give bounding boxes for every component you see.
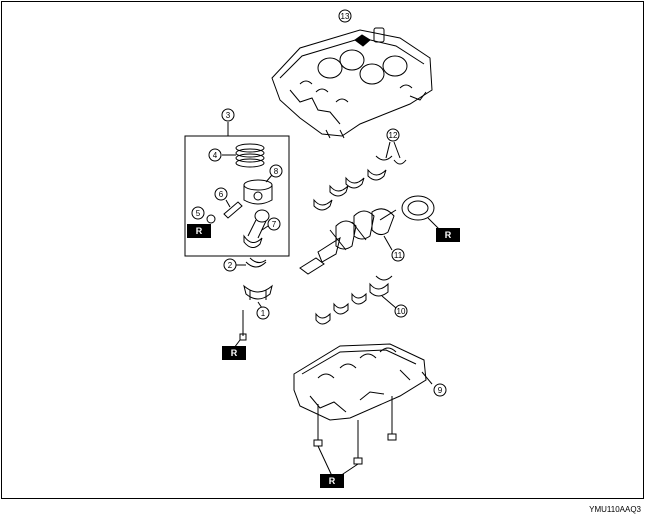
leader-12b [393, 141, 401, 159]
callout-9-label: 9 [438, 386, 443, 395]
callout-11-circle [391, 248, 405, 262]
connecting-rod [243, 209, 270, 248]
leader-9 [421, 371, 433, 385]
leader-10 [381, 295, 397, 309]
callout-5-label: 5 [196, 209, 201, 218]
callout-6-circle [214, 187, 228, 201]
replace-tag-box-seal [436, 228, 460, 242]
callout-2-circle [223, 258, 237, 272]
callout-9-circle [433, 383, 447, 397]
replace-tag-label-block-bolts: R [329, 476, 336, 486]
callout-3-circle [221, 108, 235, 122]
diagram-border [1, 1, 644, 499]
callout-5-circle [191, 206, 205, 220]
replace-tag-label-piston: R [196, 226, 203, 236]
callout-7-circle [267, 217, 281, 231]
connecting-rod-bearing [245, 257, 267, 268]
leader-R-bolts-a [317, 445, 333, 477]
replace-tag-label-seal: R [445, 230, 452, 240]
connecting-rod-cap [243, 284, 273, 300]
replace-tag-box-block-bolts [320, 474, 344, 488]
snap-ring [206, 214, 216, 224]
callout-10-label: 10 [397, 307, 406, 316]
callout-2-label: 2 [228, 261, 233, 270]
callout-11-label: 11 [394, 251, 403, 260]
callout-4-circle [208, 148, 222, 162]
callout-13-circle [338, 9, 352, 23]
lower-block [293, 343, 427, 421]
callout-1-circle [256, 306, 270, 320]
callout-13-label: 13 [341, 12, 350, 21]
thrust-bearings [375, 155, 407, 165]
leader-7 [261, 225, 269, 231]
figure-reference-code: YMU110AAQ3 [589, 505, 641, 514]
callout-12-circle [386, 128, 400, 142]
replace-tag-label-rod-bolt: R [231, 348, 238, 358]
callout-4-label: 4 [213, 151, 218, 160]
lower-block-bolts [313, 396, 397, 465]
lower-main-bearings [315, 275, 393, 325]
callout-8-circle [269, 164, 283, 178]
piston-assembly-frame [184, 135, 290, 257]
callout-3-label: 3 [226, 111, 231, 120]
callout-12-label: 12 [389, 131, 398, 140]
callout-1-label: 1 [261, 309, 266, 318]
leader-8 [265, 174, 273, 183]
replace-tag-box-piston [187, 224, 211, 238]
leader-12 [385, 141, 391, 159]
leader-6 [225, 199, 231, 208]
piston [243, 179, 273, 205]
callout-6-label: 6 [219, 190, 224, 199]
upper-main-bearings [313, 168, 387, 211]
crankshaft [299, 208, 397, 275]
callout-10-circle [394, 304, 408, 318]
cylinder-block [271, 27, 433, 139]
callout-8-label: 8 [274, 167, 279, 176]
piston-pin [223, 201, 243, 219]
replace-tag-box-rod-bolt [222, 346, 246, 360]
leader-11 [383, 235, 393, 251]
piston-rings [235, 143, 265, 168]
rear-oil-seal [401, 195, 435, 221]
rod-cap-bolt [239, 310, 247, 341]
callout-7-label: 7 [272, 220, 277, 229]
